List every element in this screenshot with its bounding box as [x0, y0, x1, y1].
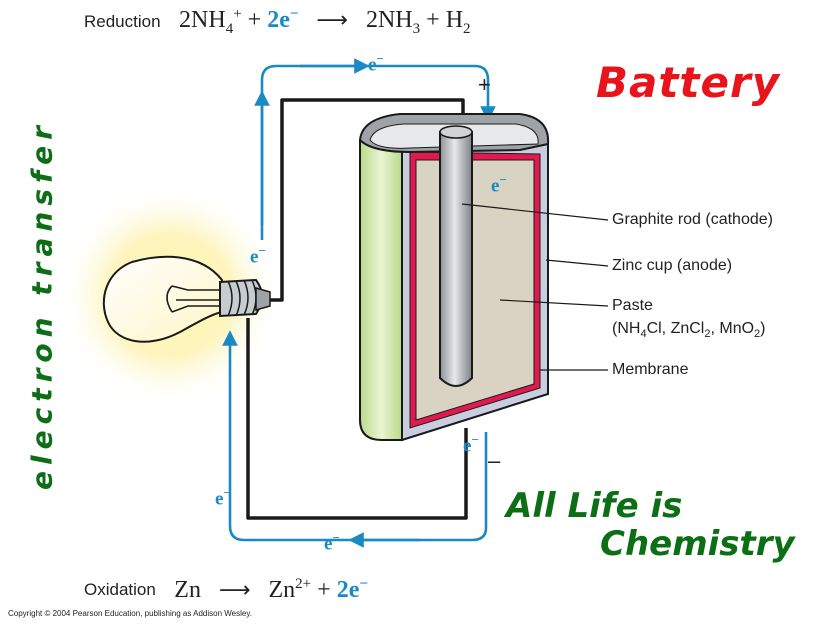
- label-paste-formula: (NH4Cl, ZnCl2, MnO2): [612, 320, 766, 341]
- label-zinc-cup: Zinc cup (anode): [612, 257, 733, 274]
- reduction-equation: Reduction 2NH4+ + 2e− ⟶ 2NH3 + H2: [84, 6, 471, 37]
- bulb-glass: [102, 255, 223, 343]
- oxidation-plus: +: [317, 577, 331, 603]
- reduction-coef-right: 2: [365, 7, 378, 33]
- electron-label-left-wire: e−: [250, 243, 266, 268]
- paste-layer: [415, 159, 535, 421]
- oxidation-label: Oxidation: [84, 580, 156, 599]
- electron-label-left-lower: e−: [215, 485, 231, 510]
- graphite-rod-top: [439, 125, 473, 139]
- reduction-product-1: NH: [377, 7, 413, 33]
- reduction-product-2: H: [445, 7, 464, 33]
- electron-label-bottom: e−: [324, 530, 340, 555]
- flow-arrow-top: [260, 64, 496, 225]
- electron-label-rod: e−: [491, 172, 507, 197]
- electron-label-right-lower: e−: [463, 432, 479, 457]
- leader-graphite: [461, 203, 609, 221]
- reduction-electrons: 2e−: [267, 6, 299, 33]
- reduction-label: Reduction: [84, 11, 161, 31]
- electron-flow-arrows: [222, 58, 496, 548]
- oxidation-equation: Oxidation Zn ⟶ Zn2+ + 2e−: [84, 576, 368, 603]
- circuit-wire: [246, 98, 468, 520]
- leader-zinc: [545, 259, 609, 267]
- minus-terminal: –: [488, 448, 501, 473]
- bulb-filament: [166, 285, 222, 313]
- reduction-plus-2: +: [426, 7, 440, 33]
- reduction-plus-1: +: [247, 7, 262, 33]
- reduction-coef-left: 2: [179, 7, 192, 33]
- oxidation-reactant: Zn: [174, 577, 201, 603]
- plus-terminal: +: [478, 72, 491, 97]
- graphite-rod: [439, 131, 473, 387]
- label-paste: Paste: [612, 297, 653, 314]
- oxidation-product: Zn: [268, 577, 296, 603]
- bulb-base: [219, 278, 271, 318]
- copyright-notice: Copyright © 2004 Pearson Education, publ…: [8, 609, 252, 618]
- battery-cell: [358, 113, 550, 442]
- label-membrane: Membrane: [612, 361, 689, 378]
- electron-transfer-vertical-text: electron transfer: [25, 120, 59, 490]
- electron-label-top: e−: [368, 51, 384, 76]
- slogan-line-1: All Life is: [506, 486, 683, 526]
- reaction-arrow-icon: ⟶: [316, 8, 348, 33]
- slogan-line-2: Chemistry: [600, 524, 795, 564]
- battery-title: Battery: [596, 58, 781, 107]
- callout-leaders: [461, 203, 609, 371]
- reaction-arrow-icon: ⟶: [218, 578, 251, 603]
- oxidation-electrons: 2e−: [336, 576, 368, 603]
- leader-paste: [499, 299, 609, 307]
- label-graphite-rod: Graphite rod (cathode): [612, 211, 773, 228]
- light-bulb: [102, 255, 271, 343]
- zinc-cup-outer: [359, 128, 403, 441]
- reduction-reactant: NH: [191, 7, 226, 33]
